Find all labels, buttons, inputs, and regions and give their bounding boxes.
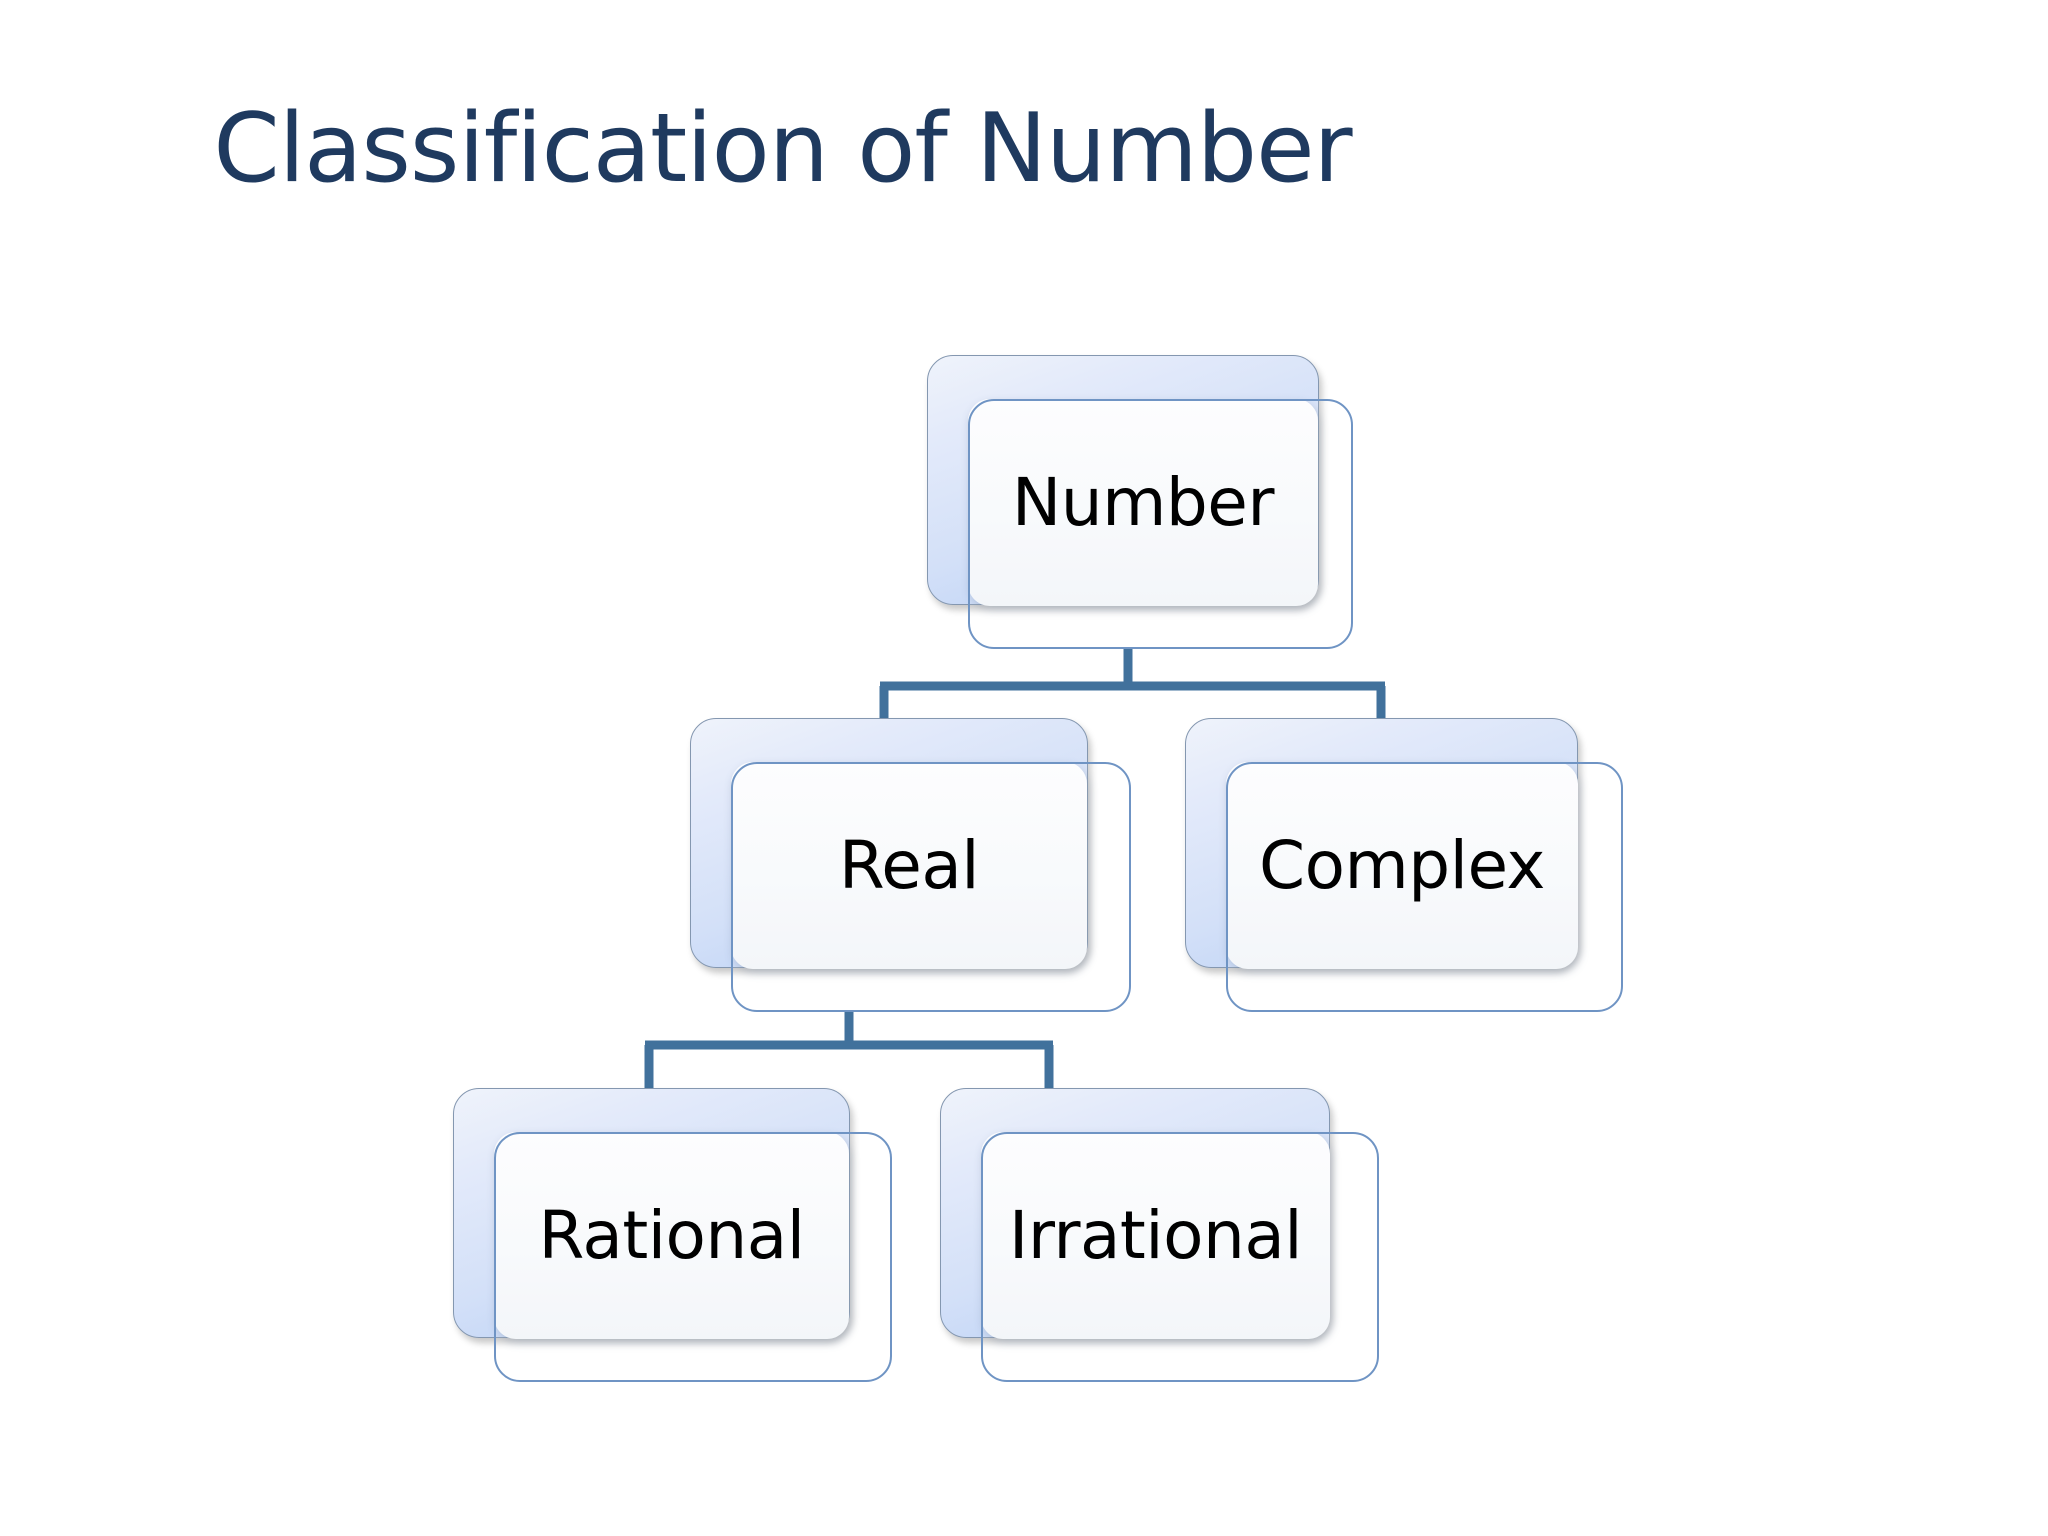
- node-label: Rational: [538, 1197, 805, 1274]
- node-front-frame: [494, 1132, 892, 1382]
- node-irrational[interactable]: Irrational: [940, 1088, 1379, 1382]
- node-card: [731, 762, 1087, 969]
- node-label: Number: [1011, 464, 1275, 541]
- node-label: Real: [838, 827, 980, 904]
- node-card: [494, 1132, 849, 1339]
- node-real[interactable]: Real: [690, 718, 1131, 1012]
- node-card: [968, 399, 1318, 606]
- node-number[interactable]: Number: [927, 355, 1353, 649]
- node-front-frame: [731, 762, 1131, 1012]
- page-title: Classification of Number: [213, 94, 1352, 204]
- node-rational[interactable]: Rational: [453, 1088, 892, 1382]
- node-front-frame: [1226, 762, 1623, 1012]
- node-front-frame: [981, 1132, 1379, 1382]
- node-front-frame: [968, 399, 1353, 649]
- node-complex[interactable]: Complex: [1185, 718, 1623, 1012]
- node-label: Irrational: [1008, 1197, 1303, 1274]
- node-card: [1226, 762, 1578, 969]
- node-label: Complex: [1259, 827, 1546, 904]
- node-card: [981, 1132, 1330, 1339]
